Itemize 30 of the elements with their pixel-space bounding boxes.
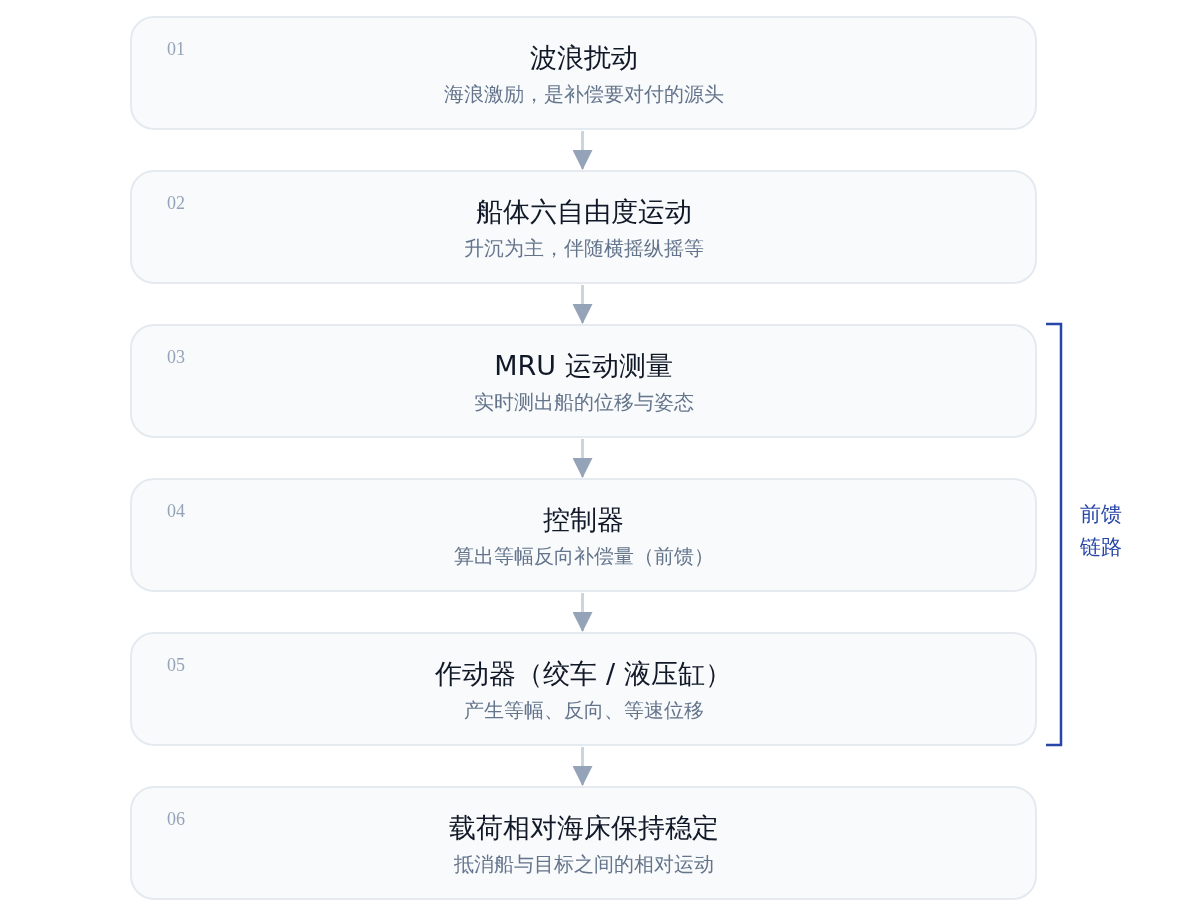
step-title: 波浪扰动 (529, 41, 638, 75)
step-card (130, 786, 1037, 900)
flow-arrow (572, 439, 593, 478)
step-description: 抵消船与目标之间的相对运动 (453, 851, 714, 878)
step-title: 船体六自由度运动 (475, 195, 692, 229)
step-card (130, 324, 1037, 438)
step-number: 06 (167, 808, 185, 830)
step-number: 01 (167, 38, 185, 60)
step-description: 产生等幅、反向、等速位移 (463, 697, 704, 724)
step-title: 载荷相对海床保持稳定 (448, 811, 719, 845)
step-description: 实时测出船的位移与姿态 (473, 389, 694, 416)
step-card (130, 170, 1037, 284)
step-title: 控制器 (543, 503, 624, 537)
step-card (130, 16, 1037, 130)
step-card (130, 478, 1037, 592)
step-number: 05 (167, 654, 185, 676)
bracket-label: 前馈链路 (1080, 501, 1123, 561)
step-title: 作动器（绞车 / 液压缸） (435, 657, 732, 691)
step-title: MRU 运动测量 (494, 349, 673, 383)
step-number: 03 (167, 346, 185, 368)
step-number: 02 (167, 192, 185, 214)
flow-arrow (572, 747, 593, 786)
flow-arrow (572, 593, 593, 632)
step-number: 04 (167, 500, 185, 522)
flow-arrow (572, 131, 593, 170)
step-description: 升沉为主，伴随横摇纵摇等 (463, 235, 704, 262)
flow-arrow (572, 285, 593, 324)
step-card (130, 632, 1037, 746)
step-description: 算出等幅反向补偿量（前馈） (453, 543, 714, 570)
step-description: 海浪激励，是补偿要对付的源头 (443, 81, 724, 108)
